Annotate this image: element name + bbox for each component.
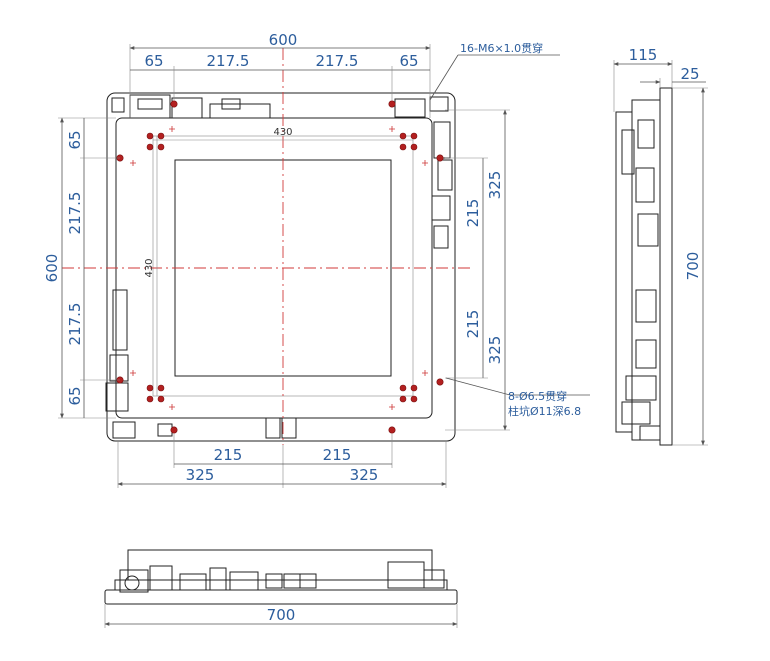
front-left-dimensions: 600 65 217.5 217.5 65 <box>43 117 120 419</box>
dim-right-upper-325: 325 <box>486 171 504 200</box>
dim-top-right-217: 217.5 <box>316 52 359 70</box>
side-flange <box>659 87 673 446</box>
bottom-view: 700 <box>104 549 458 628</box>
dim-side-height: 700 <box>684 252 702 281</box>
dim-inner-width: 430 <box>273 127 292 138</box>
dim-top-overall: 600 <box>269 31 298 49</box>
dim-bottom-right-325: 325 <box>350 466 379 484</box>
front-outer-frame <box>106 92 456 442</box>
dim-right-lower-215: 215 <box>464 310 482 339</box>
dim-left-lower-217: 217.5 <box>66 303 84 346</box>
dim-right-lower-325: 325 <box>486 336 504 365</box>
dim-right-upper-215: 215 <box>464 199 482 228</box>
dim-inner-height: 430 <box>144 258 155 277</box>
front-left-components <box>105 289 129 412</box>
dim-bottom-right-215: 215 <box>323 446 352 464</box>
hole-note-line1: 8-Ø6.5贯穿 <box>508 389 567 403</box>
front-top-dimensions: 600 65 217.5 217.5 65 16-M6×1.0贯穿 <box>129 31 560 118</box>
front-bottom-dimensions: 215 215 325 325 <box>117 434 447 488</box>
side-view: 115 25 700 <box>613 46 708 446</box>
front-bottom-components <box>112 417 297 439</box>
dim-side-flange: 25 <box>680 65 699 83</box>
dim-bottom-left-325: 325 <box>186 466 215 484</box>
front-top-components <box>111 94 449 119</box>
dim-left-upper-217: 217.5 <box>66 192 84 235</box>
dim-left-overall: 600 <box>43 254 61 283</box>
dim-left-top-65: 65 <box>66 130 84 149</box>
front-view: 430 430 600 65 217.5 217.5 65 16-M6×1.0贯… <box>43 31 590 488</box>
dim-top-left-65: 65 <box>144 52 163 70</box>
bottom-body <box>127 549 433 581</box>
dim-left-bottom-65: 65 <box>66 386 84 405</box>
dim-bottom-left-215: 215 <box>214 446 243 464</box>
front-right-components <box>431 121 453 249</box>
hole-note-line2: 柱坑Ø11深6.8 <box>508 404 581 418</box>
front-inner-frame <box>115 117 433 419</box>
front-holes <box>116 100 444 434</box>
dim-bottom-view-width: 700 <box>267 606 296 624</box>
dim-side-depth: 115 <box>629 46 658 64</box>
front-right-dimensions: 325 215 215 325 8-Ø6.5贯穿 柱坑Ø11深6.8 <box>445 109 590 431</box>
thread-note: 16-M6×1.0贯穿 <box>460 41 543 55</box>
front-corner-markers <box>130 126 428 410</box>
bottom-flange <box>104 589 458 605</box>
dim-top-right-65: 65 <box>399 52 418 70</box>
dim-top-left-217: 217.5 <box>207 52 250 70</box>
